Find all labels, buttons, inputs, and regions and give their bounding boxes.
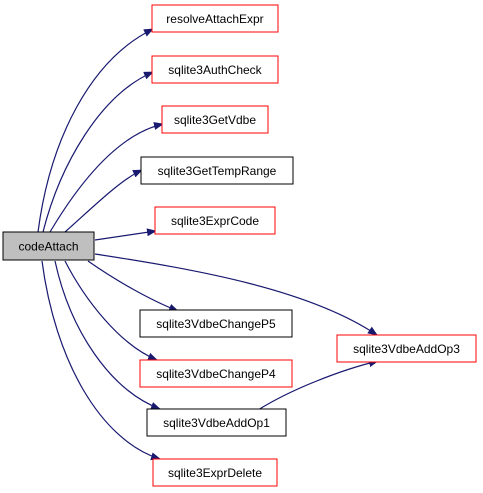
node-sqlite3VdbeAddOp1-label: sqlite3VdbeAddOp1 (163, 416, 270, 430)
node-sqlite3VdbeAddOp3-box (336, 334, 477, 363)
node-codeAttach[interactable]: codeAttach (2, 231, 95, 261)
edge-codeAttach-sqlite3GetTempRange (64, 169, 143, 233)
node-sqlite3VdbeChangeP4-label: sqlite3VdbeChangeP4 (156, 367, 276, 381)
node-sqlite3VdbeChangeP5-box (139, 309, 293, 338)
node-sqlite3GetVdbe-box (161, 105, 269, 134)
node-sqlite3ExprCode-box (154, 206, 276, 235)
edge-codeAttach-sqlite3ExprCode (94, 228, 157, 241)
node-sqlite3VdbeChangeP5-label: sqlite3VdbeChangeP5 (156, 317, 276, 331)
edge-codeAttach-sqlite3AuthCheck (42, 71, 154, 233)
node-sqlite3VdbeChangeP4-box (139, 359, 293, 388)
node-sqlite3ExprCode[interactable]: sqlite3ExprCode (154, 206, 276, 235)
node-resolveAttachExpr-label: resolveAttachExpr (166, 12, 263, 26)
node-sqlite3ExprDelete[interactable]: sqlite3ExprDelete (152, 458, 278, 487)
edges (37, 28, 379, 461)
node-sqlite3GetTempRange[interactable]: sqlite3GetTempRange (140, 156, 294, 185)
node-sqlite3VdbeChangeP5[interactable]: sqlite3VdbeChangeP5 (139, 309, 293, 338)
edge-sqlite3VdbeAddOp1-sqlite3VdbeAddOp3 (257, 359, 379, 411)
node-sqlite3VdbeAddOp3-label: sqlite3VdbeAddOp3 (353, 342, 460, 356)
node-codeAttach-label: codeAttach (18, 240, 78, 254)
node-sqlite3AuthCheck-box (151, 55, 279, 84)
node-resolveAttachExpr[interactable]: resolveAttachExpr (151, 4, 279, 33)
node-sqlite3VdbeAddOp1-box (146, 408, 287, 437)
node-sqlite3AuthCheck[interactable]: sqlite3AuthCheck (151, 55, 279, 84)
node-sqlite3GetVdbe-label: sqlite3GetVdbe (174, 113, 256, 127)
node-sqlite3ExprDelete-box (152, 458, 278, 487)
node-sqlite3VdbeAddOp1[interactable]: sqlite3VdbeAddOp1 (146, 408, 287, 437)
node-sqlite3VdbeChangeP4[interactable]: sqlite3VdbeChangeP4 (139, 359, 293, 388)
node-sqlite3VdbeAddOp3[interactable]: sqlite3VdbeAddOp3 (336, 334, 477, 363)
node-sqlite3GetTempRange-label: sqlite3GetTempRange (158, 164, 277, 178)
edge-codeAttach-sqlite3ExprDelete (41, 260, 161, 461)
node-resolveAttachExpr-box (151, 4, 279, 33)
edge-codeAttach-sqlite3VdbeAddOp3 (94, 253, 378, 336)
edge-codeAttach-sqlite3VdbeAddOp1 (54, 260, 161, 410)
edge-codeAttach-resolveAttachExpr (37, 28, 154, 233)
edge-codeAttach-sqlite3GetVdbe (49, 122, 164, 233)
node-sqlite3ExprDelete-label: sqlite3ExprDelete (168, 466, 262, 480)
node-sqlite3GetTempRange-box (140, 156, 294, 185)
node-sqlite3AuthCheck-label: sqlite3AuthCheck (168, 63, 262, 77)
node-sqlite3GetVdbe[interactable]: sqlite3GetVdbe (161, 105, 269, 134)
edge-codeAttach-sqlite3VdbeChangeP4 (64, 260, 158, 361)
node-sqlite3ExprCode-label: sqlite3ExprCode (171, 214, 259, 228)
node-codeAttach-box (2, 231, 95, 261)
edge-codeAttach-sqlite3VdbeChangeP5 (87, 260, 179, 312)
